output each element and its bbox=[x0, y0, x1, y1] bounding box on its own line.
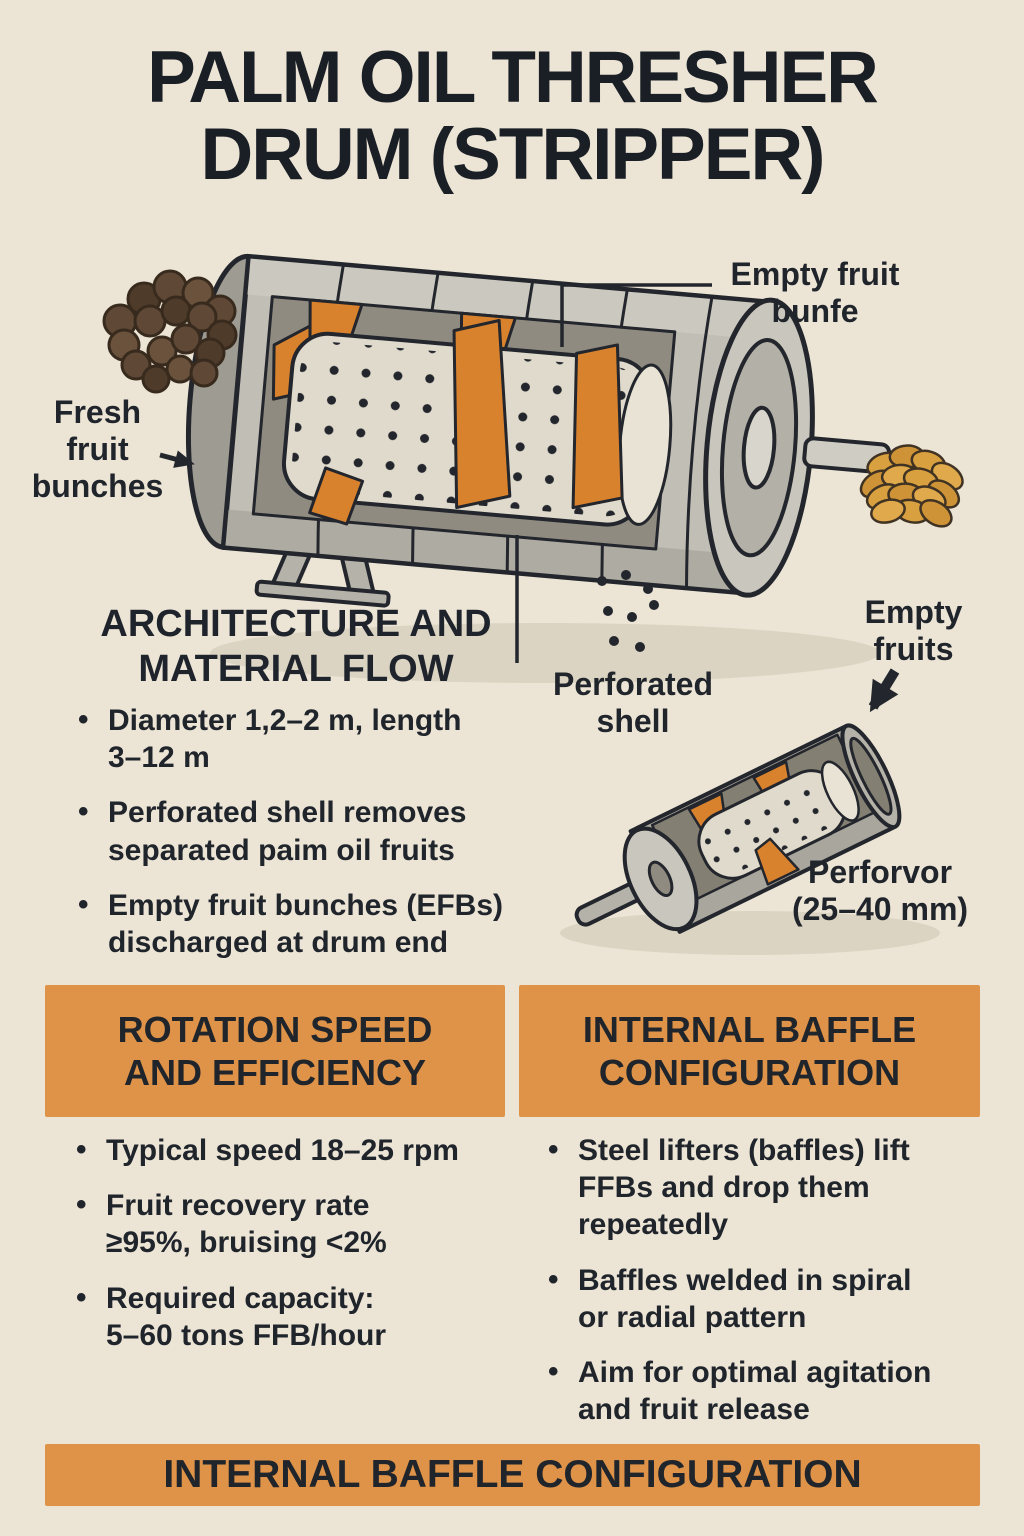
drum-shadow bbox=[210, 623, 880, 683]
architecture-heading: ARCHITECTURE AND MATERIAL FLOW bbox=[100, 603, 492, 690]
page-title: PALM OIL THRESHER DRUM (STRIPPER) bbox=[147, 37, 879, 195]
fresh-fruit-bunches-label: Fresh fruit bunches bbox=[31, 394, 164, 505]
bullet-item: Steel lifters (baffles) lift FFBs and dr… bbox=[542, 1131, 980, 1244]
thresher-drum-illustration bbox=[102, 253, 964, 955]
rotation-speed-heading: ROTATION SPEED AND EFFICIENCY bbox=[117, 1008, 433, 1093]
bullet-item: Baffles welded in spiral or radial patte… bbox=[542, 1261, 980, 1336]
empty-fruits-label: Empty fruits bbox=[864, 594, 963, 668]
empty-fruits-arrow bbox=[868, 668, 900, 713]
bullet-item: Diameter 1,2–2 m, length 3–12 m bbox=[72, 701, 542, 776]
fresh-fruit-bunch-art bbox=[102, 269, 238, 394]
internal-baffle-bullets: Steel lifters (baffles) lift FFBs and dr… bbox=[542, 1131, 980, 1446]
empty-fruit-bunch-label: Empty fruit bunfe bbox=[730, 256, 900, 330]
rotation-speed-bullets: Typical speed 18–25 rpm Fruit recovery r… bbox=[70, 1131, 518, 1372]
falling-fruits-art bbox=[597, 570, 659, 652]
perforation-size-label: Perforvor (25–40 mm) bbox=[791, 854, 969, 928]
bullet-item: Empty fruit bunches (EFBs) discharged at… bbox=[72, 886, 542, 961]
bullet-item: Aim for optimal agitation and fruit rele… bbox=[542, 1353, 980, 1428]
bullet-item: Perforated shell removes separated paim … bbox=[72, 793, 542, 868]
bullet-item: Fruit recovery rate ≥95%, bruising <2% bbox=[70, 1186, 518, 1261]
pointer-lines bbox=[159, 283, 900, 713]
internal-baffle-header-box: INTERNAL BAFFLE CONFIGURATION bbox=[519, 985, 980, 1117]
rotation-speed-header-box: ROTATION SPEED AND EFFICIENCY bbox=[45, 985, 505, 1117]
bullet-item: Typical speed 18–25 rpm bbox=[70, 1131, 518, 1169]
empty-fruit-bunch-pointer bbox=[560, 283, 712, 347]
footer-banner: INTERNAL BAFFLE CONFIGURATION bbox=[45, 1444, 980, 1506]
empty-fruit-bunch-art bbox=[859, 444, 964, 528]
internal-baffle-heading: INTERNAL BAFFLE CONFIGURATION bbox=[582, 1008, 917, 1093]
architecture-bullets: Diameter 1,2–2 m, length 3–12 m Perforat… bbox=[72, 701, 542, 979]
small-drum-art bbox=[574, 723, 902, 934]
fresh-fruit-arrow bbox=[159, 450, 195, 468]
perforated-shell-label: Perforated shell bbox=[552, 666, 714, 740]
main-drum-art bbox=[185, 253, 964, 608]
bullet-item: Required capacity: 5–60 tons FFB/hour bbox=[70, 1279, 518, 1354]
